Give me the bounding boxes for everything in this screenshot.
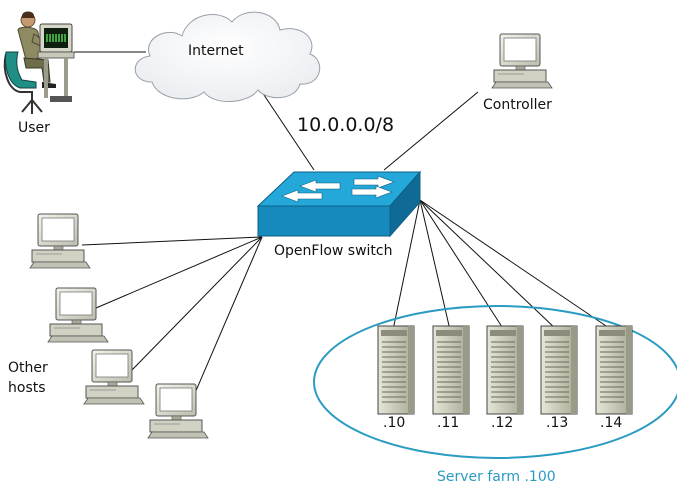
server-tower-icon-11 <box>432 325 470 415</box>
host-computer-icon-4 <box>147 383 209 439</box>
network-links <box>74 51 613 401</box>
server-label: .12 <box>491 415 514 431</box>
server-tower-icon-10 <box>377 325 415 415</box>
host-computer-icon-1 <box>29 213 91 269</box>
server-label: .10 <box>383 415 406 431</box>
server-farm-boundary <box>313 305 677 459</box>
server-label: .14 <box>600 415 623 431</box>
link-host1-switch <box>81 236 263 246</box>
link-host2-switch <box>95 236 263 309</box>
internet-label: Internet <box>188 43 244 59</box>
other-hosts-label: Other hosts <box>8 360 48 396</box>
link-switch-srv10 <box>392 199 421 331</box>
user-label: User <box>18 120 50 136</box>
openflow-switch-icon <box>256 170 422 238</box>
controller-label: Controller <box>483 97 552 113</box>
network-address-label: 10.0.0.0/8 <box>297 114 395 136</box>
server-label: .13 <box>546 415 569 431</box>
switch-label: OpenFlow switch <box>274 243 393 259</box>
controller-computer-icon <box>491 33 553 89</box>
host-computer-icon-2 <box>47 287 109 343</box>
link-host4-switch <box>191 236 263 401</box>
server-tower-icon-13 <box>540 325 578 415</box>
server-label: .11 <box>437 415 460 431</box>
link-internet-switch <box>261 91 315 171</box>
link-controller-switch <box>383 91 479 171</box>
link-switch-srv12 <box>419 199 505 331</box>
user-icon <box>3 11 75 114</box>
host-computer-icon-3 <box>83 349 145 405</box>
server-tower-icon-14 <box>595 325 633 415</box>
server-farm-label: Server farm .100 <box>437 469 556 485</box>
link-switch-srv14 <box>419 199 613 331</box>
link-host3-switch <box>131 236 263 371</box>
server-tower-icon-12 <box>486 325 524 415</box>
internet-cloud-icon <box>134 11 321 103</box>
